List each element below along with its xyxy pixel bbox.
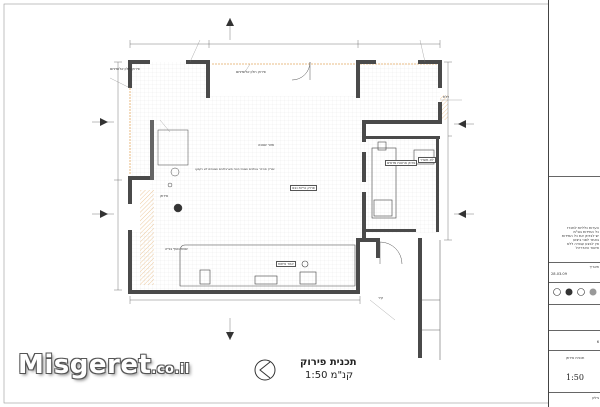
misgeret-watermark: Misgeret.co.il	[18, 350, 190, 380]
note-line-1: הערות כלליות למכרז	[566, 226, 599, 230]
floor-tiles	[130, 62, 440, 290]
tag-b-label: קיר	[378, 296, 384, 300]
symbol-legend	[553, 288, 597, 296]
drawing-number: 6	[596, 340, 599, 344]
note-line-6: אישור האדריכל	[575, 246, 599, 250]
sheet-label: גיליון	[591, 396, 599, 400]
front-area-label: אזור פיתוח	[276, 261, 296, 267]
plan-name: תכנית פירוק	[565, 356, 585, 360]
leader-lines	[109, 39, 462, 321]
note-line-5: אין לבצע עבודה ללא	[566, 242, 599, 246]
spray-zone-label: שטח נוסף בנייה	[165, 247, 188, 251]
watermark-brand: Misgeret	[18, 350, 152, 380]
dimension-lines	[92, 18, 474, 340]
note-line-4: באתר לפני ביצוע	[573, 238, 599, 242]
note-line-2: כל המידות בס"מ	[573, 230, 599, 234]
date-label: תאריך	[589, 265, 599, 269]
note-line-3: יש לבדוק את כל המידות	[561, 234, 599, 238]
date-value: 28.03.09	[551, 272, 568, 276]
tag-a-label: פירוק	[160, 194, 169, 198]
wall-top-label: פירוק חלון אלומיניום	[236, 70, 266, 74]
watermark-tld: .co.il	[151, 362, 190, 377]
door-swing	[291, 61, 403, 265]
door-right-label: דלת	[443, 95, 450, 99]
kitchen-counter	[179, 141, 435, 287]
plan-title: תכנית פירוק	[300, 357, 357, 368]
counter-label: פרוק ארונות מדפים	[385, 160, 418, 166]
walls	[128, 60, 442, 358]
plan-scale: קנ"מ 1:50	[305, 370, 354, 381]
main-area-label: אזור שכונה	[258, 143, 275, 147]
scale-value: 1:50	[566, 373, 584, 382]
window-left-label: פירוק חלון אלומיניום	[110, 67, 140, 71]
demolition-note: יופרק פורכר אוולנים ושטחי כוויה מארבלוני…	[195, 167, 275, 171]
site-lines	[422, 240, 441, 360]
title-block: הערות כלליות למכרז כל המידות בס"מ יש לבד…	[548, 0, 600, 407]
remove-box-label: פרוק כריות נבנו	[290, 185, 317, 191]
fixtures-left	[157, 129, 189, 213]
section-arrows	[100, 18, 466, 340]
north-arrow	[254, 359, 276, 381]
cabinet-label: לא מוגדר	[418, 157, 436, 163]
